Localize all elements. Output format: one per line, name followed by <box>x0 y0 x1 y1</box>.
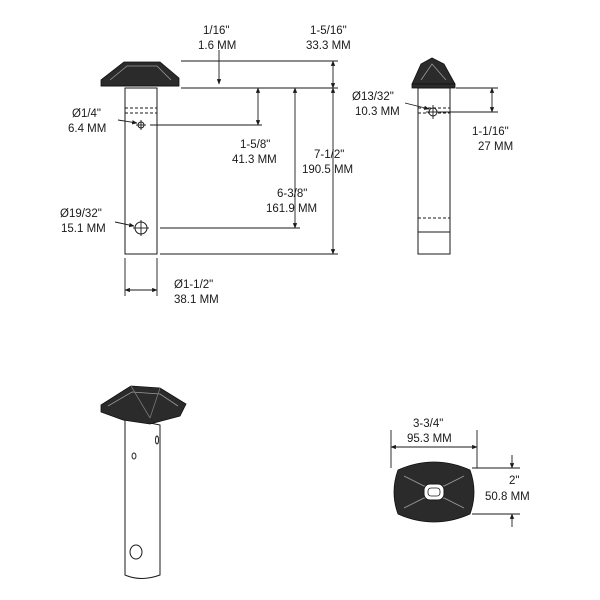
side-hole-dia-metric: 10.3 MM <box>355 106 400 118</box>
top-view <box>393 461 475 523</box>
side-hole-dia-imperial: Ø13/32" <box>352 91 394 103</box>
head-total-imperial: 1-5/16" <box>310 25 347 37</box>
small-hole-dia-imperial: Ø1/4" <box>72 108 101 120</box>
head-width-metric: 95.3 MM <box>407 433 452 445</box>
overall-length-metric: 190.5 MM <box>302 164 353 176</box>
large-hole-dia-metric: 15.1 MM <box>61 223 106 235</box>
iso-head <box>100 385 187 425</box>
small-hole-depth-imperial: 1-5/8" <box>240 139 270 151</box>
head-depth-imperial: 2" <box>509 475 519 487</box>
head-depth-metric: 50.8 MM <box>485 491 530 503</box>
isometric-view <box>100 385 187 579</box>
shaft-dia-metric: 38.1 MM <box>174 294 219 306</box>
large-hole-depth-metric: 161.9 MM <box>266 203 317 215</box>
overall-length-imperial: 7-1/2" <box>314 149 344 161</box>
side-dimension-lines <box>404 87 498 113</box>
head-width-imperial: 3-3/4" <box>413 418 443 430</box>
large-hole-dia-imperial: Ø19/32" <box>60 208 102 220</box>
side-hole-depth-imperial: 1-1/16" <box>472 126 509 138</box>
side-hole-depth-metric: 27 MM <box>478 141 513 153</box>
side-head <box>411 57 456 85</box>
head-height-metric: 1.6 MM <box>198 40 236 52</box>
side-view <box>411 57 456 255</box>
head-height-imperial: 1/16" <box>203 25 229 37</box>
front-view <box>100 61 180 255</box>
head-total-metric: 33.3 MM <box>306 40 351 52</box>
iso-shaft <box>124 417 161 579</box>
front-dimension-lines <box>114 50 338 296</box>
small-hole-depth-metric: 41.3 MM <box>232 154 277 166</box>
large-hole-depth-imperial: 6-3/8" <box>277 188 307 200</box>
shaft-dia-imperial: Ø1-1/2" <box>174 279 213 291</box>
top-dimension-lines <box>390 430 520 527</box>
small-hole-dia-metric: 6.4 MM <box>68 123 106 135</box>
